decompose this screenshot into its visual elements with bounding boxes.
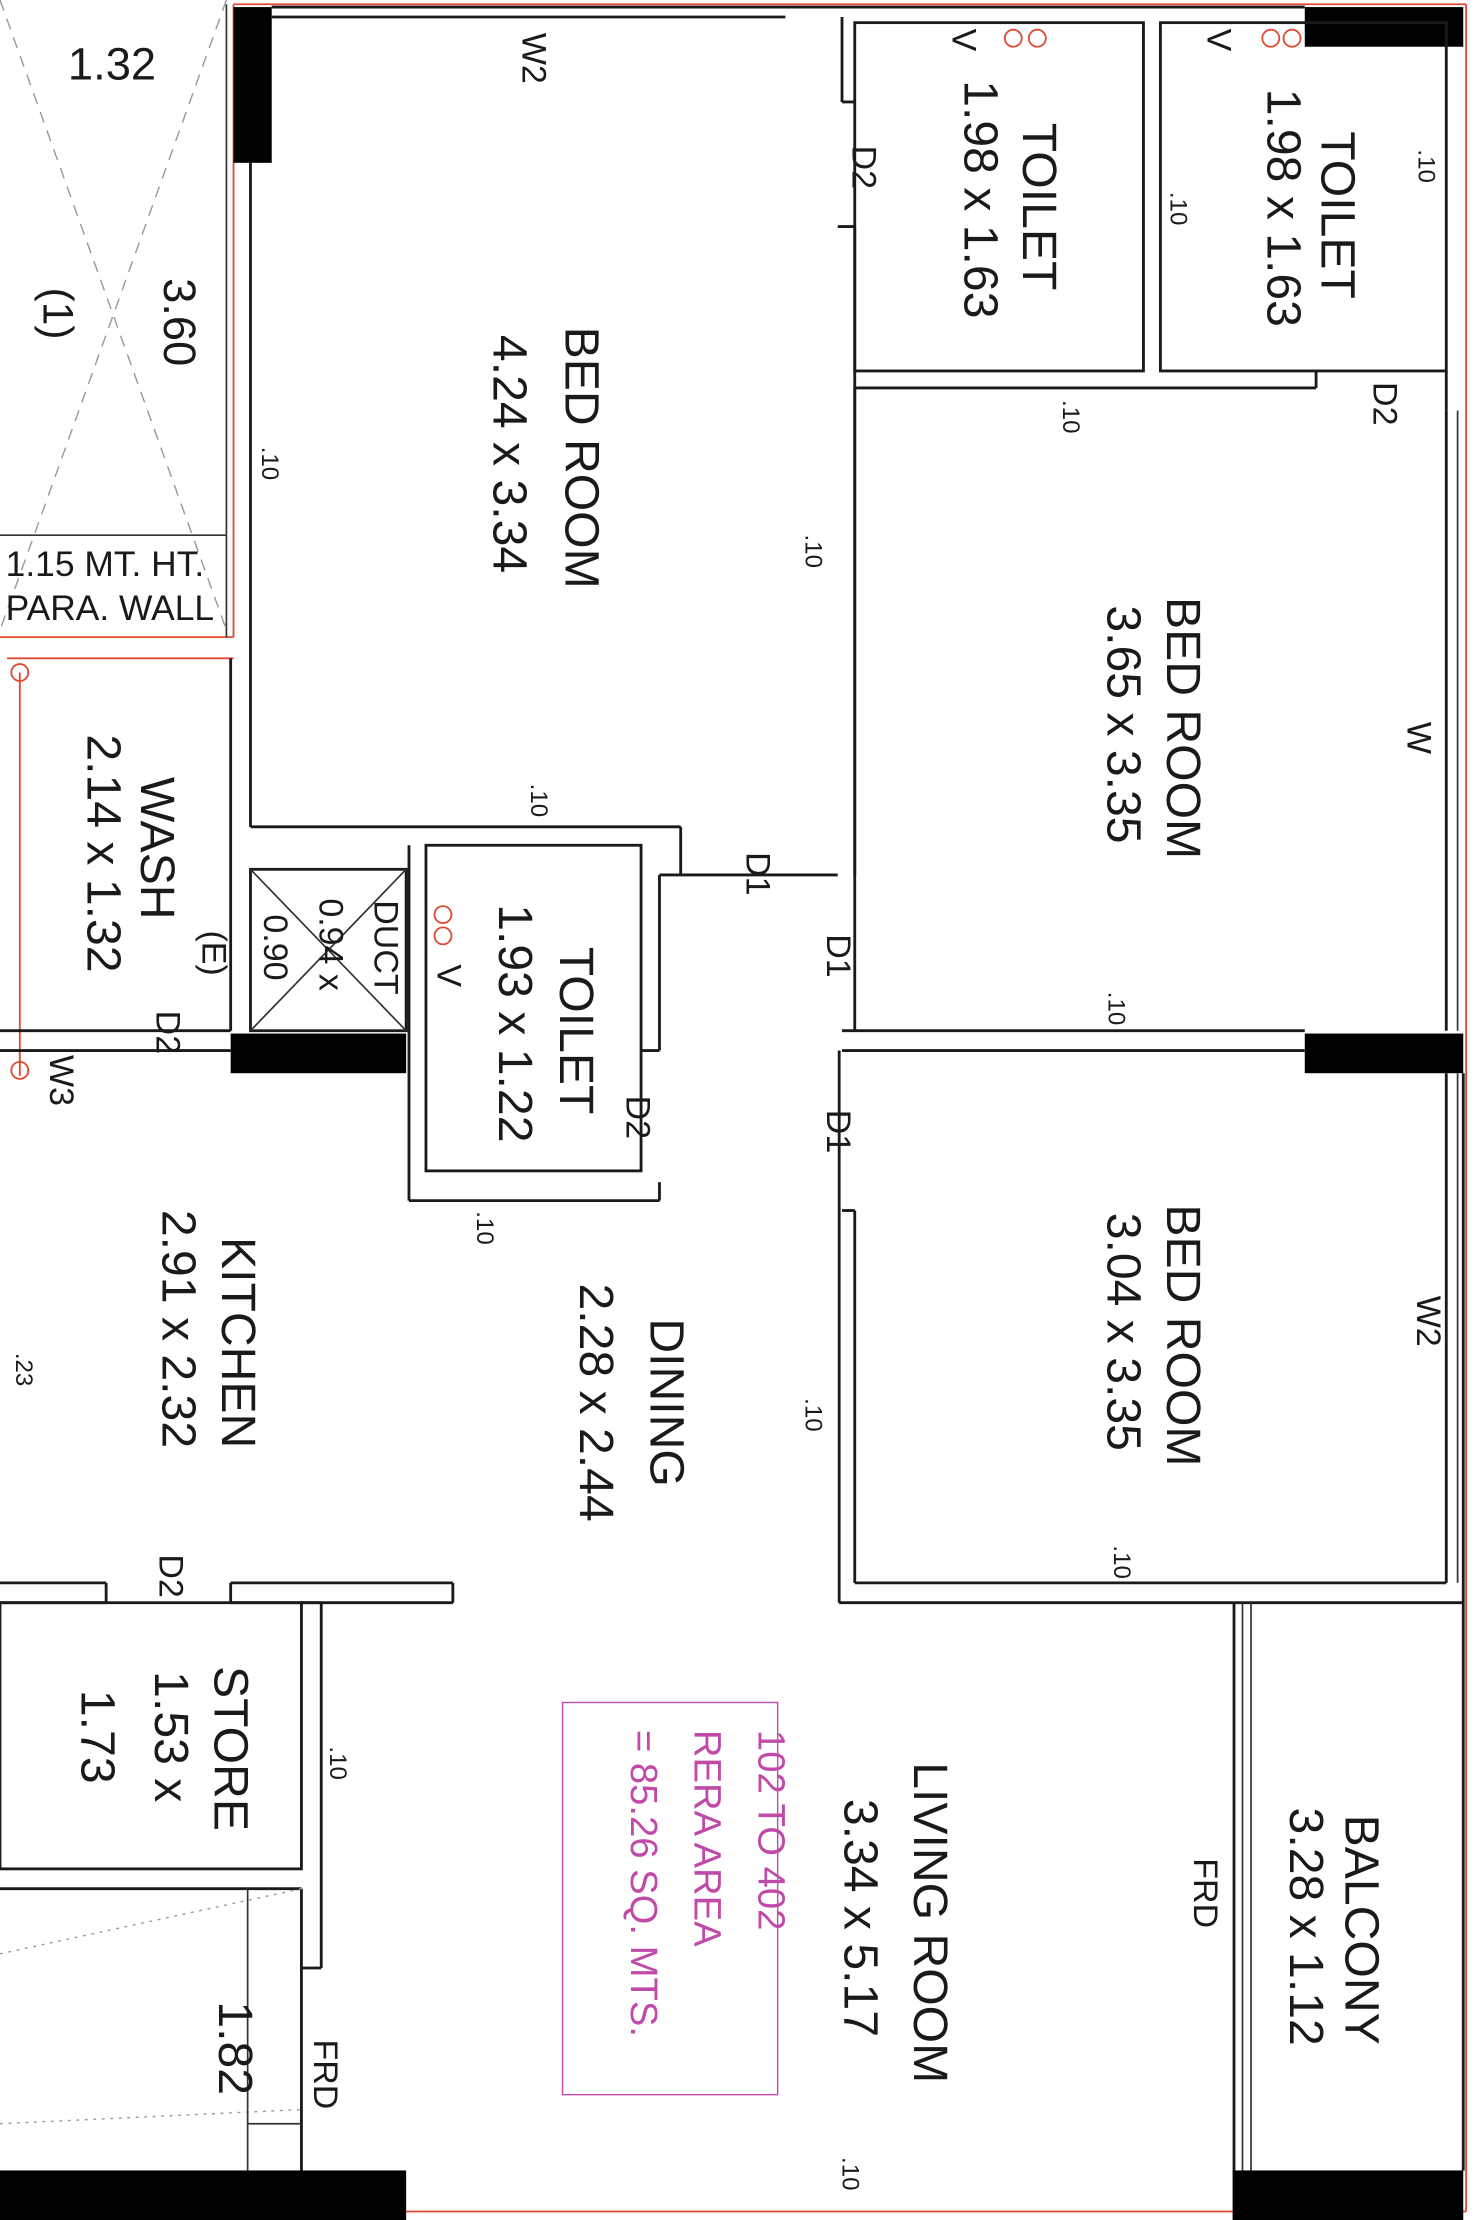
structural-columns bbox=[0, 7, 1464, 2220]
walls bbox=[0, 5, 1465, 2171]
red-boundary bbox=[0, 3, 1468, 2213]
open-cutout bbox=[0, 0, 228, 638]
